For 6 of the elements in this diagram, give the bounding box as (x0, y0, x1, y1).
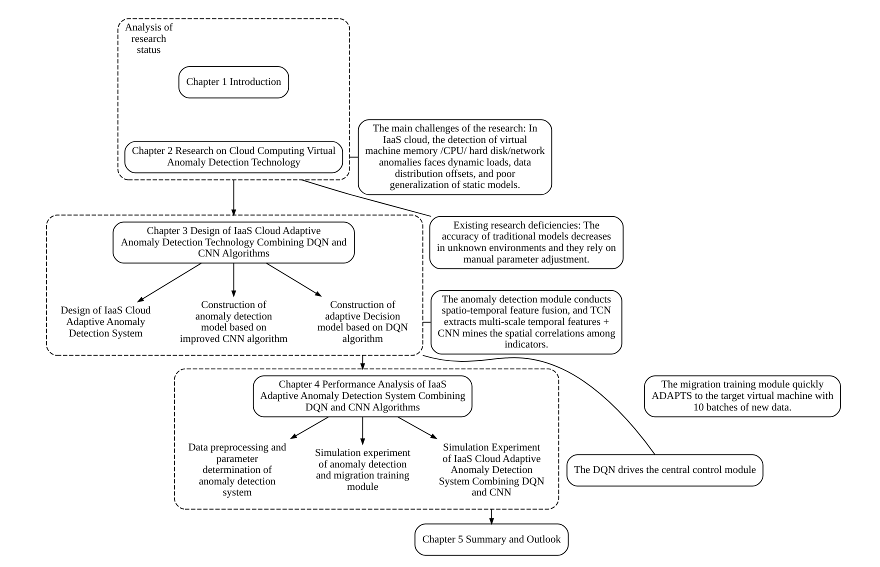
node-text: Construction of adaptive Decision model based on DQN algorithm (317, 300, 408, 345)
node-text: Data preprocessing and parameter determination of anomaly detection system (188, 442, 286, 499)
node-text: Design of IaaS Cloud Adaptive Anomaly Detection System (60, 306, 151, 340)
node-text: Construction of anomaly detection model based on improved CNN algorithm (180, 300, 288, 345)
node-text: Simulation Experiment of IaaS Cloud Adaptive Anomaly Detection System Combining DQN and CNN (438, 442, 544, 499)
node-text: Simulation experiment of anomaly detection and migration training module (314, 448, 410, 494)
